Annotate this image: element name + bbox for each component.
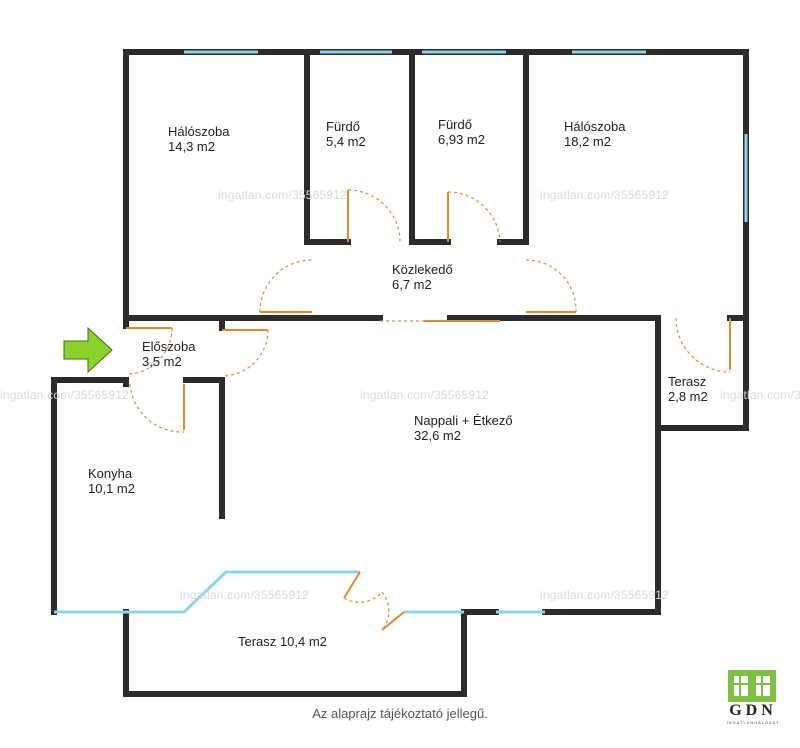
room-label-kitchen: Konyha 10,1 m2 — [88, 466, 135, 496]
room-name: Közlekedő — [392, 262, 453, 277]
disclaimer-caption: Az alaprajz tájékoztató jellegű. — [312, 706, 488, 721]
room-name: Nappali + Étkező — [414, 413, 513, 428]
watermark: ingatlan.com/35565912 — [540, 588, 669, 602]
room-area: 10,1 m2 — [88, 481, 135, 496]
room-label-bedroom-2: Hálószoba 18,2 m2 — [564, 119, 625, 149]
logo-text: GDN — [729, 702, 777, 719]
watermark: ingatlan.com/35565912 — [218, 188, 347, 202]
room-area: 18,2 m2 — [564, 134, 611, 149]
room-label-terrace-large: Terasz 10,4 m2 — [238, 634, 327, 649]
watermark: ingatlan.com/35565912 — [720, 388, 800, 402]
room-area: 6,93 m2 — [438, 132, 485, 147]
room-name: Konyha — [88, 466, 133, 481]
watermark: ingatlan.com/35565912 — [0, 388, 129, 402]
room-name: Hálószoba — [168, 124, 230, 139]
room-area: 14,3 m2 — [168, 139, 215, 154]
room-label-hall: Előszoba 3,5 m2 — [142, 339, 195, 369]
room-name: Fürdő — [438, 117, 472, 132]
room-label-bedroom-1: Hálószoba 14,3 m2 — [168, 124, 229, 154]
watermark: ingatlan.com/35565912 — [540, 188, 669, 202]
walls — [51, 49, 749, 697]
room-area: 5,4 m2 — [326, 134, 366, 149]
room-label-terrace-small: Terasz 2,8 m2 — [668, 374, 708, 404]
room-area: 3,5 m2 — [142, 354, 182, 369]
room-name: Előszoba — [142, 339, 196, 354]
gdn-logo-icon — [728, 670, 776, 702]
room-area: 32,6 m2 — [414, 428, 461, 443]
room-area: 2,8 m2 — [668, 389, 708, 404]
watermark: ingatlan.com/35565912 — [360, 388, 489, 402]
room-name: Fürdő — [326, 119, 360, 134]
room-area: 6,7 m2 — [392, 277, 432, 292]
room-label-living-dining: Nappali + Étkező 32,6 m2 — [414, 413, 513, 443]
room-label-bathroom-2: Fürdő 6,93 m2 — [438, 117, 485, 147]
windows — [54, 50, 748, 614]
room-label-bathroom-1: Fürdő 5,4 m2 — [326, 119, 366, 149]
room-name: Hálószoba — [564, 119, 626, 134]
room-label-corridor: Közlekedő 6,7 m2 — [392, 262, 453, 292]
watermark: ingatlan.com/35565912 — [180, 588, 309, 602]
entrance-arrow-icon — [63, 326, 113, 374]
room-name: Terasz — [668, 374, 707, 389]
logo-subtitle: INGATLANHÁLÓZAT — [726, 720, 780, 725]
doors — [125, 189, 731, 631]
